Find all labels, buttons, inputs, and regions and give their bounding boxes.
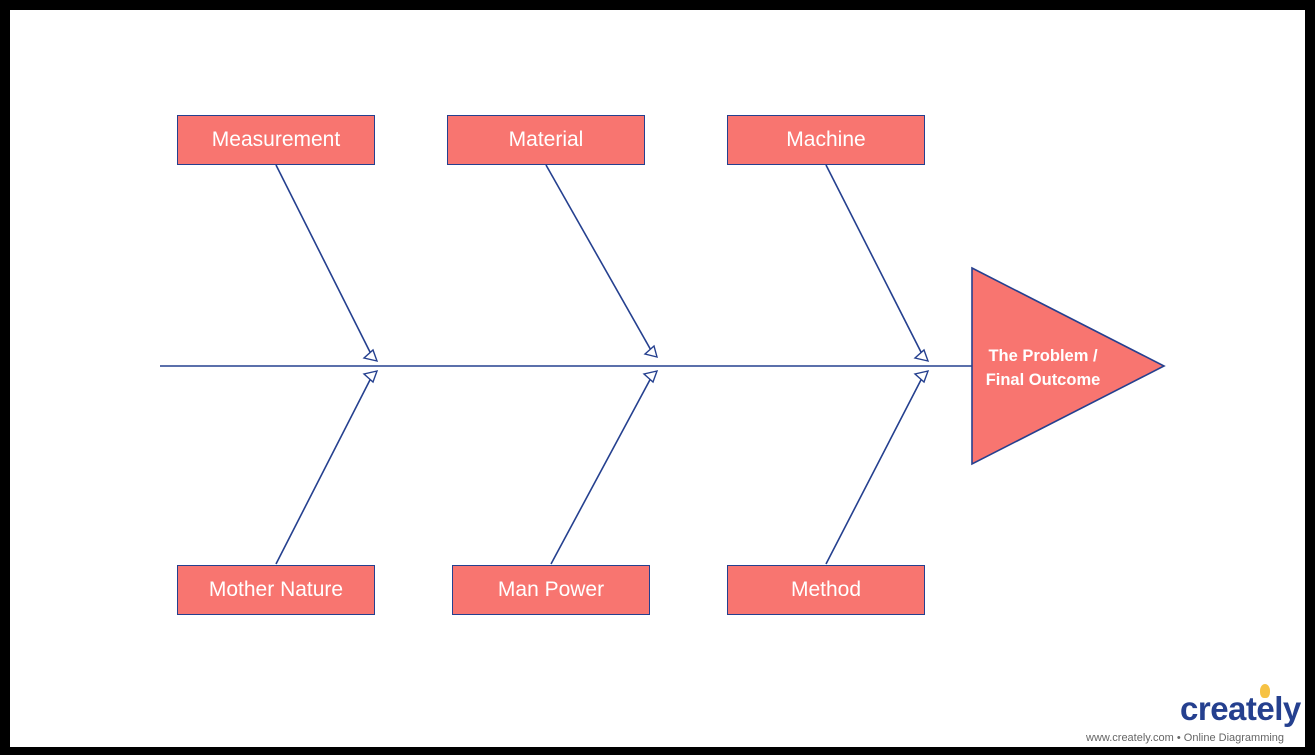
fishbone-diagram: Measurement Material Machine Mother Natu… xyxy=(10,10,1305,747)
creately-watermark: creately www.creately.com • Online Diagr… xyxy=(1080,680,1305,747)
lightbulb-icon xyxy=(1260,684,1270,698)
cause-box-man-power[interactable]: Man Power xyxy=(452,565,650,615)
cause-box-mother-nature[interactable]: Mother Nature xyxy=(177,565,375,615)
cause-box-material[interactable]: Material xyxy=(447,115,645,165)
arrowhead-measurement xyxy=(362,348,379,362)
creately-tagline: www.creately.com • Online Diagramming xyxy=(1086,732,1285,744)
problem-label-line-1: The Problem / xyxy=(988,347,1098,365)
arrowhead-man-power xyxy=(642,370,659,384)
problem-label-line-2: Final Outcome xyxy=(985,371,1101,389)
bone-measurement xyxy=(275,164,373,357)
problem-head-label: The Problem / Final Outcome xyxy=(966,344,1120,392)
problem-head-shape[interactable] xyxy=(971,266,1166,466)
arrowhead-mother-nature xyxy=(362,370,379,384)
fishbone-lines xyxy=(160,164,1166,565)
bone-material xyxy=(545,164,653,353)
cause-box-method[interactable]: Method xyxy=(727,565,925,615)
creately-logo-text: creately xyxy=(1180,690,1301,727)
bone-method xyxy=(825,375,924,565)
arrowhead-machine xyxy=(913,348,930,362)
cause-box-measurement[interactable]: Measurement xyxy=(177,115,375,165)
bone-machine xyxy=(825,164,924,357)
bone-man-power xyxy=(550,375,653,565)
arrowhead-method xyxy=(913,370,930,384)
cause-box-machine[interactable]: Machine xyxy=(727,115,925,165)
diagram-canvas: Measurement Material Machine Mother Natu… xyxy=(10,10,1305,747)
arrowhead-material xyxy=(643,344,658,358)
bone-mother-nature xyxy=(275,375,373,565)
